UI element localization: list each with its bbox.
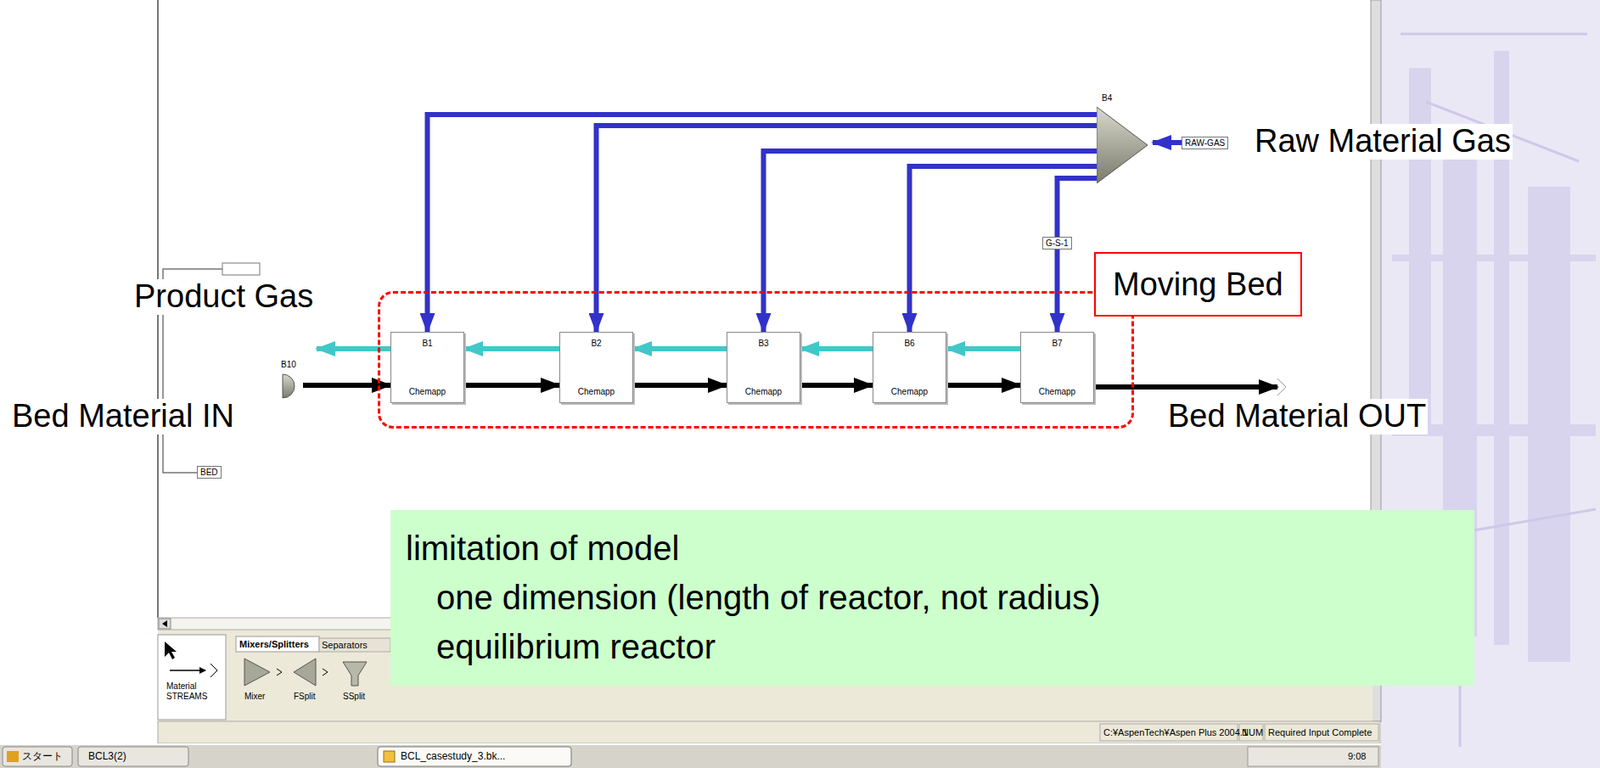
status-text: C:¥AspenTech¥Aspen Plus 2004.1 — [1103, 726, 1248, 739]
reactor-block: B7Chemapp — [1020, 331, 1095, 404]
clock-text: 9:08 — [1347, 750, 1366, 763]
taskbar-button: BCL3(2) — [88, 750, 127, 763]
splitter-symbol — [1096, 106, 1148, 184]
stream-label: Product Gas — [132, 279, 315, 315]
stream-connector — [633, 346, 727, 352]
block-id: B2 — [560, 338, 633, 349]
status-text: Required Input Complete — [1268, 726, 1372, 739]
block-id: B7 — [1021, 338, 1094, 349]
stream-tag: BED — [196, 465, 222, 479]
moving-bed-region: Moving BedB1ChemappB2ChemappB3ChemappB6C… — [377, 291, 1135, 429]
block-id: B10 — [280, 359, 297, 371]
stream-tag: RAW-GAS — [1181, 136, 1229, 150]
mixer-block: B10 — [275, 373, 304, 399]
block-id: B1 — [391, 338, 464, 349]
block-id: B4 — [1101, 93, 1112, 104]
palette-item: SSplit — [342, 690, 365, 703]
reactor-block: B1Chemapp — [390, 331, 465, 404]
block-model: Chemapp — [727, 387, 800, 398]
note-item: one dimension (length of reactor, not ra… — [405, 572, 1460, 623]
palette-tab: Separators — [321, 639, 368, 652]
taskbar-button: BCL_casestudy_3.bk... — [400, 750, 506, 763]
block-id: B3 — [727, 338, 800, 349]
palette-tab: Mixers/Splitters — [239, 638, 309, 651]
taskbar-button: スタート — [22, 750, 63, 763]
mixer-symbol — [275, 373, 304, 399]
block-model: Chemapp — [1021, 387, 1094, 398]
note-heading: limitation of model — [405, 523, 1460, 573]
stream-connector — [800, 346, 873, 352]
reactor-block: B2Chemapp — [559, 331, 634, 404]
stream-connector — [464, 346, 560, 352]
stream-connector — [464, 382, 560, 388]
status-text: NUM — [1241, 726, 1264, 739]
palette-item: Mixer — [244, 690, 265, 703]
block-id: B6 — [873, 338, 946, 349]
splitter-block: B4 — [1096, 106, 1148, 184]
block-model: Chemapp — [560, 387, 633, 398]
stream-label: Bed Material OUT — [1166, 398, 1428, 435]
note-item: equilibrium reactor — [405, 622, 1460, 672]
reactor-block: B3Chemapp — [726, 331, 801, 404]
block-model: Chemapp — [391, 387, 464, 398]
stream-connector — [1057, 178, 1098, 332]
stream-connector — [800, 382, 873, 388]
stream-tag: G-S-1 — [1042, 236, 1073, 250]
palette-item: STREAMS — [166, 690, 208, 703]
stream-connector — [427, 114, 1098, 332]
stream-label: Raw Material Gas — [1252, 123, 1513, 160]
stream-connector — [946, 346, 1021, 352]
palette-item: FSplit — [293, 690, 316, 703]
stream-connector — [763, 151, 1098, 332]
stream-connector — [946, 382, 1021, 388]
stream-connector — [633, 382, 727, 388]
region-heading: Moving Bed — [1094, 252, 1303, 317]
stream-connector — [596, 125, 1098, 332]
block-model: Chemapp — [873, 387, 946, 398]
note-box: limitation of modelone dimension (length… — [390, 510, 1475, 686]
stream-connector — [909, 166, 1098, 332]
reactor-block: B6Chemapp — [872, 331, 947, 404]
stream-label: Bed Material IN — [10, 398, 236, 435]
palette-item: Material — [166, 680, 197, 693]
